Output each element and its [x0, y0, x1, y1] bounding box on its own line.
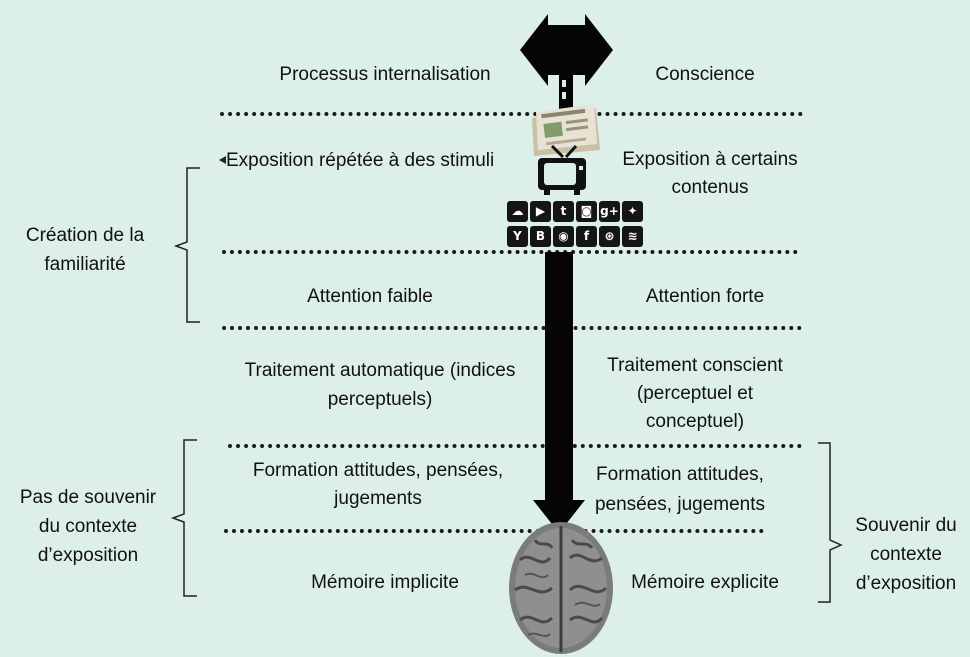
exposure-right-line-1: Exposition à certains	[622, 149, 798, 170]
bracket-familiarity	[173, 167, 200, 323]
formation-left-line-2: jugements	[334, 488, 422, 509]
podcast-icon: ◉	[553, 226, 574, 247]
blogger-icon: B	[530, 226, 551, 247]
side-label-familiarity-line-1: Création de la	[25, 225, 145, 246]
attention-left-label: Attention faible	[307, 286, 433, 307]
processing-right-line-1: Traitement conscient	[607, 355, 783, 376]
soundcloud-icon: ☁	[507, 201, 528, 222]
side-label-no-memory-line-1: Pas de souvenir	[19, 487, 157, 508]
formation-left-line-1: Formation attitudes, pensées,	[252, 460, 504, 481]
newspaper-icon	[532, 104, 600, 156]
separator-line-2	[222, 250, 798, 254]
processing-right-line-3: conceptuel)	[645, 411, 745, 432]
separator-line-5	[224, 529, 764, 533]
side-label-no-memory: Pas de souvenir du contexte d’exposition	[4, 486, 172, 568]
header-right-label: Conscience	[655, 64, 755, 85]
side-label-memory-line-1: Souvenir du	[855, 515, 957, 536]
processing-left-line-2: perceptuels)	[327, 389, 433, 410]
memory-left-label: Mémoire implicite	[311, 572, 459, 593]
formation-left-label: Formation attitudes, pensées, jugements	[228, 459, 528, 511]
memory-right-label: Mémoire explicite	[631, 572, 779, 593]
processing-left-line-1: Traitement automatique (indices	[244, 360, 516, 381]
twitter-icon: ✦	[622, 201, 643, 222]
formation-right-label: Formation attitudes, pensées, jugements	[565, 463, 795, 517]
separator-line-4	[228, 444, 802, 448]
side-label-memory-line-3: d’exposition	[855, 573, 957, 594]
googleplus-icon: g+	[599, 201, 620, 222]
formation-right-line-1: Formation attitudes,	[596, 464, 764, 485]
small-arrow-icon	[219, 156, 226, 164]
attention-right-label: Attention forte	[645, 286, 765, 307]
side-label-no-memory-line-3: d’exposition	[37, 545, 139, 566]
processing-left-label: Traitement automatique (indices perceptu…	[210, 359, 550, 412]
exposure-right-label: Exposition à certains contenus	[590, 148, 830, 200]
header-left-label: Processus internalisation	[279, 64, 491, 85]
bracket-no-memory	[170, 439, 197, 597]
exposure-right-line-2: contenus	[671, 177, 749, 198]
side-label-familiarity-line-2: familiarité	[44, 254, 126, 275]
separator-line-1	[220, 112, 803, 116]
double-arrow-icon	[520, 0, 613, 120]
ycombinator-icon: Y	[507, 226, 528, 247]
tv-icon	[538, 144, 586, 195]
facebook-icon: f	[576, 226, 597, 247]
instagram-icon: ◙	[576, 201, 597, 222]
processing-right-line-2: (perceptuel et	[636, 383, 754, 404]
side-label-memory: Souvenir du contexte d’exposition	[842, 514, 970, 596]
tumblr-icon: t	[553, 201, 574, 222]
side-label-memory-line-2: contexte	[870, 544, 942, 565]
brain-image	[509, 522, 613, 654]
processing-right-label: Traitement conscient (perceptuel et conc…	[575, 354, 815, 434]
exposure-left-label: Exposition répétée à des stimuli	[226, 150, 495, 171]
youtube-icon: ▶	[530, 201, 551, 222]
downward-arrow	[533, 252, 585, 533]
side-label-familiarity: Création de la familiarité	[0, 224, 170, 277]
rss-icon: ≋	[622, 226, 643, 247]
separator-line-3	[222, 326, 802, 330]
side-label-no-memory-line-2: du contexte	[38, 516, 138, 537]
bracket-memory	[818, 442, 843, 603]
dribbble-icon: ⊛	[599, 226, 620, 247]
formation-right-line-2: pensées, jugements	[594, 494, 766, 515]
